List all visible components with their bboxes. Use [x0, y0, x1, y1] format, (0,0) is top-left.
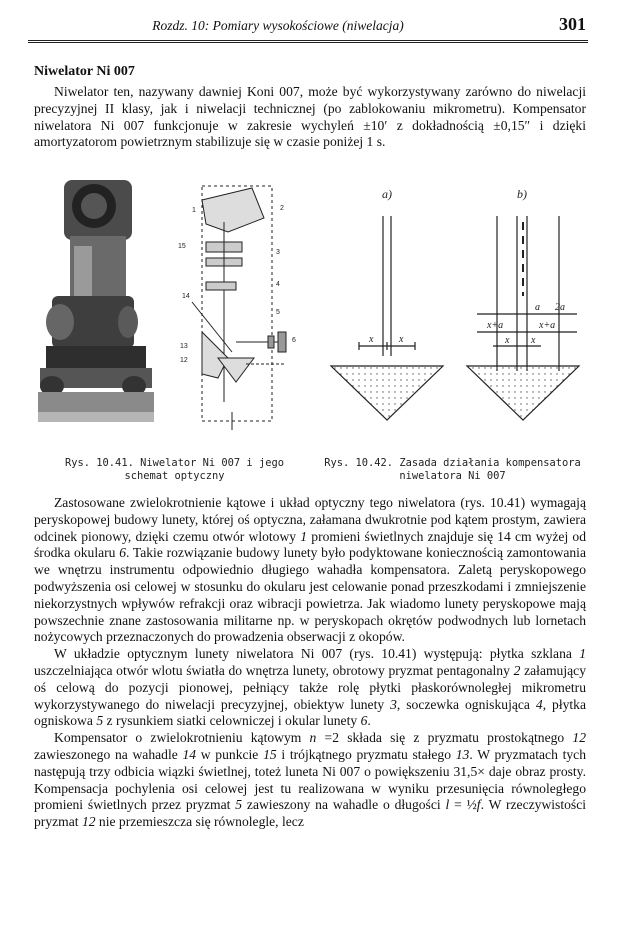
text-run: promieni świetlnych znajduje się 14 cm w… — [34, 528, 587, 561]
italic-run: 5 — [96, 713, 104, 729]
schematic-label-4: 4 — [276, 281, 280, 288]
figure-42-caption: Rys. 10.42. Zasada działania kompensator… — [310, 457, 595, 483]
dim-x-b-right: x — [530, 335, 536, 346]
schematic-label-1: 1 — [192, 207, 196, 214]
instrument-photo — [34, 176, 156, 426]
schematic-label-12: 12 — [180, 357, 188, 364]
dim-2a: 2a — [555, 302, 565, 313]
italic-run: l — [445, 797, 450, 813]
italic-run: 1 — [579, 646, 586, 662]
figures-block: 1 2 3 4 5 6 12 13 14 15 a) b) — [32, 172, 588, 487]
text-run: , soczewka ogniskująca — [396, 696, 536, 712]
italic-run: 1 — [300, 528, 308, 544]
figure-42-caption-line2: niwelatora Ni 007 — [399, 470, 506, 482]
text-run: . Takie rozwiązanie budowy lunety było p… — [34, 545, 586, 645]
running-title: Rozdz. 10: Pomiary wysokościowe (niwelac… — [152, 18, 404, 33]
page-number: 301 — [559, 14, 586, 34]
page-header: Rozdz. 10: Pomiary wysokościowe (niwelac… — [28, 8, 588, 43]
paragraph-optical-system: W układzie optycznym lunety niwelatora N… — [34, 646, 586, 730]
text-run: W układzie optycznym lunety niwelatora N… — [54, 646, 580, 662]
body-text: Zastosowane zwielokrotnienie kątowe i uk… — [34, 495, 586, 831]
text-run: . W rzeczywistości pryzmat — [34, 797, 586, 830]
header-rule-double — [28, 42, 588, 43]
text-run: i trójkątnego pryzmatu stałego — [276, 746, 456, 762]
italic-run: 5 — [235, 797, 243, 813]
italic-run: f — [476, 797, 481, 813]
optical-schematic: 1 2 3 4 5 6 12 13 14 15 — [178, 185, 296, 430]
italic-run: 14 — [182, 746, 197, 762]
italic-run: 6 — [360, 713, 368, 729]
italic-run: 15 — [263, 746, 277, 762]
text-run: zawieszony na wahadle o długości — [242, 797, 446, 813]
schematic-label-5: 5 — [276, 309, 280, 316]
text-run: , płytka ogniskowa — [34, 696, 586, 729]
header-rule — [28, 40, 588, 41]
text-run: z rysunkiem siatki celowniczej i okular … — [103, 713, 361, 729]
italic-run: 2 — [513, 662, 521, 678]
dim-x-right: x — [398, 334, 404, 345]
schematic-label-2: 2 — [280, 205, 284, 212]
italic-run: 6 — [119, 545, 126, 561]
italic-run: 12 — [81, 814, 96, 830]
italic-run: 3 — [390, 696, 397, 712]
dim-x-plus-a-left: x+a — [486, 320, 503, 331]
text-run: =2 składa się z pryzmatu prostokątnego — [316, 730, 573, 746]
intro-paragraph: Niwelator ten, nazywany dawniej Koni 007… — [34, 84, 586, 151]
schematic-label-6: 6 — [292, 337, 296, 344]
panel-b-label: b) — [517, 187, 527, 201]
figure-41-caption-line2: schemat optyczny — [124, 470, 225, 482]
text-run: uszczelniająca otwór wlotu światła do wn… — [34, 662, 514, 678]
italic-run: 13 — [455, 746, 470, 762]
dim-x-left: x — [368, 334, 374, 345]
text-run: załamujący oś celową do pozycji pionowej… — [34, 662, 586, 712]
text-run: = ½ — [449, 797, 477, 813]
dim-x-b-left: x — [504, 335, 510, 346]
text-run: . — [367, 713, 371, 729]
paragraph-compensator: Kompensator o zwielokrotnieniu kątowym n… — [34, 730, 586, 831]
compensator-diagram: a) b) x x a 2a x+a — [329, 187, 581, 421]
figure-42-caption-line1: Rys. 10.42. Zasada działania kompensator… — [324, 457, 581, 469]
schematic-label-14: 14 — [182, 293, 190, 300]
panel-a-label: a) — [382, 187, 392, 201]
text-run: . W pryzmatach tych następują trzy odbic… — [34, 746, 586, 813]
schematic-label-3: 3 — [276, 249, 280, 256]
paragraph-perioscope: Zastosowane zwielokrotnienie kątowe i uk… — [34, 495, 586, 646]
figure-41-caption: Rys. 10.41. Niwelator Ni 007 i jego sche… — [52, 457, 297, 483]
dim-a: a — [535, 302, 540, 313]
schematic-label-15: 15 — [178, 243, 186, 250]
text-run: nie przemieszcza się równolegle, lecz — [95, 814, 304, 830]
text-run: Kompensator o zwielokrotnieniu kątowym — [54, 730, 310, 746]
section-title: Niwelator Ni 007 — [34, 64, 135, 79]
italic-run: 12 — [572, 730, 586, 746]
figure-41-caption-line1: Rys. 10.41. Niwelator Ni 007 i jego — [65, 457, 284, 469]
dim-x-plus-a-right: x+a — [538, 320, 555, 331]
text-run: zawieszonego na wahadle — [34, 746, 183, 762]
italic-run: n — [309, 730, 317, 746]
intro-text: Niwelator ten, nazywany dawniej Koni 007… — [34, 84, 586, 150]
schematic-label-13: 13 — [180, 343, 188, 350]
text-run: Zastosowane zwielokrotnienie kątowe i uk… — [34, 495, 586, 544]
italic-run: 4 — [535, 696, 543, 712]
text-run: w punkcie — [196, 746, 264, 762]
